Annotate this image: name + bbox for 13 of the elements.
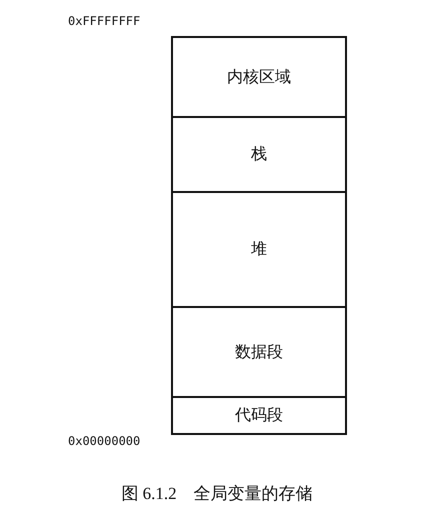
memory-segment <box>171 396 347 435</box>
memory-segment <box>171 116 347 193</box>
figure-caption: 图 6.1.2 全局变量的存储 <box>120 483 314 505</box>
segment-label: 数据段 <box>235 342 283 362</box>
address-label: 0x00000000 <box>68 434 140 448</box>
segment-label: 代码段 <box>235 405 283 426</box>
memory-segment <box>171 191 347 308</box>
segment-label: 内核区域 <box>227 66 291 88</box>
memory-segment <box>171 306 347 398</box>
segment-label: 栈 <box>251 144 267 165</box>
memory-segment <box>171 36 347 118</box>
address-label: 0xFFFFFFFF <box>68 14 140 28</box>
segment-label: 堆 <box>251 239 267 260</box>
